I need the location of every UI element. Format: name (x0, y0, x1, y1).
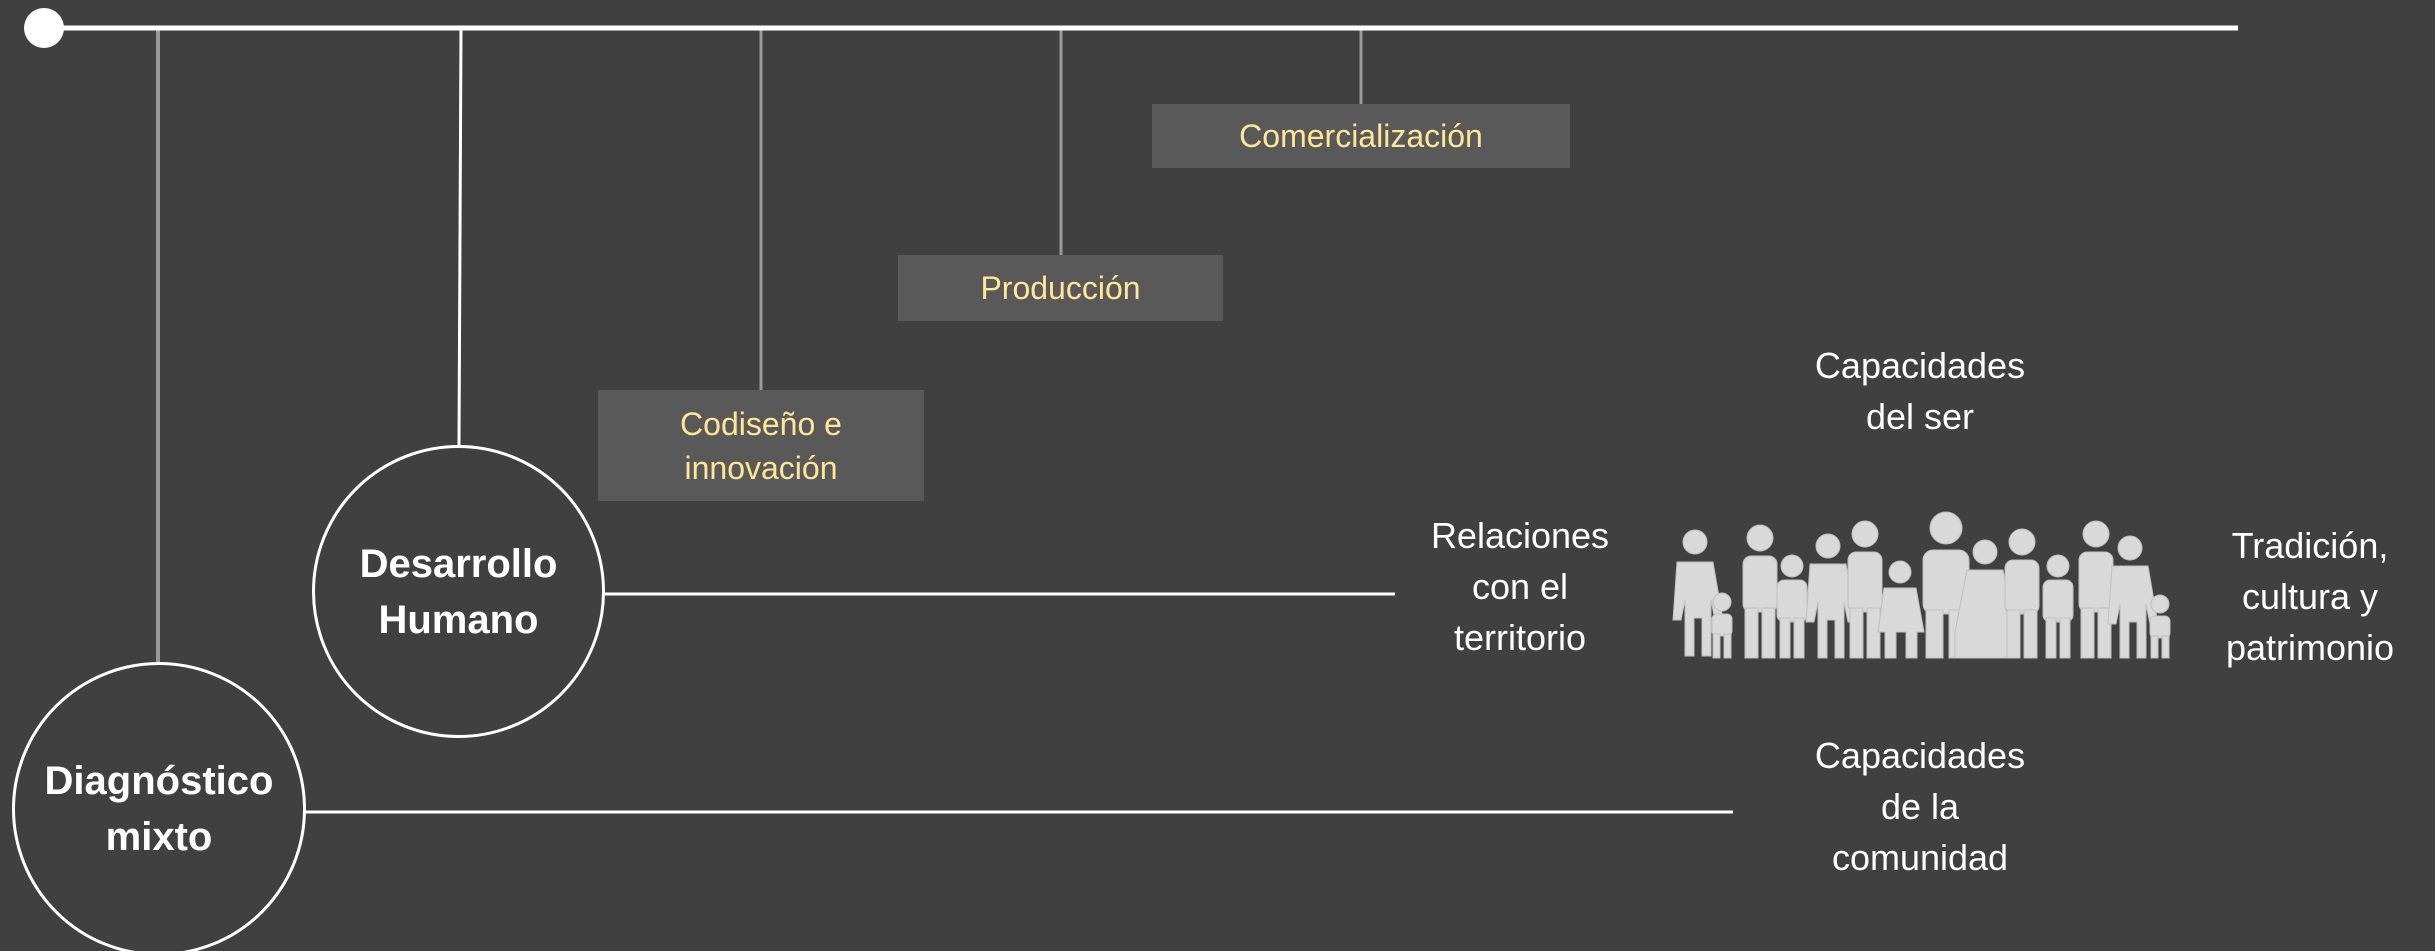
timeline-start-dot-icon (24, 8, 64, 48)
label-tradicion-cultura: Tradición, cultura y patrimonio (2225, 525, 2395, 668)
stage-box-comercializacion: Comercialización (1152, 104, 1570, 168)
stage-box-codiseno: Codiseño e innovación (598, 390, 924, 501)
node-desarrollo-humano: Desarrollo Humano (312, 445, 605, 738)
stage-box-produccion: Producción (898, 255, 1223, 321)
people-group-icon (1672, 511, 2171, 659)
label-relaciones-territorio: Relaciones con el territorio (1430, 515, 1610, 658)
label-capacidades-del-ser: Capacidades del ser (1814, 345, 2026, 437)
node-diagnostico-mixto: Diagnóstico mixto (12, 662, 306, 951)
connector-desarrollo (457, 27, 463, 446)
label-capacidades-comunidad: Capacidades de la comunidad (1814, 735, 2026, 878)
